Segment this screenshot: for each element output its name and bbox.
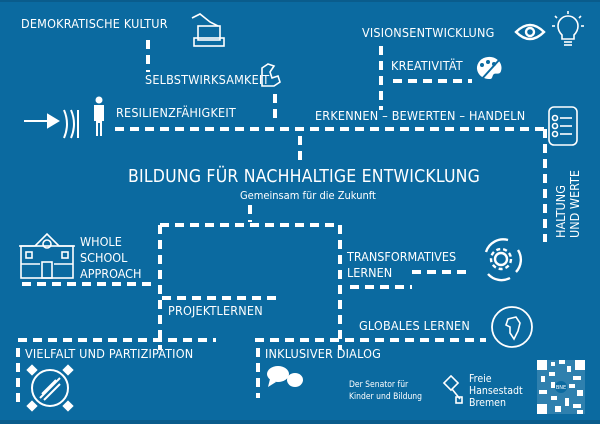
topic-selbstwirksamkeit: SELBSTWIRKSAMKEIT xyxy=(145,72,270,87)
school-line: SCHOOL xyxy=(80,250,128,265)
ballot-box-icon xyxy=(191,13,225,47)
whole-line: WHOLE xyxy=(80,234,122,249)
transformatives-line: TRANSFORMATIVES xyxy=(347,249,457,264)
werte-line: UND WERTE xyxy=(567,170,582,238)
topic-kreativitaet: KREATIVITÄT xyxy=(391,58,463,73)
senator-line1: Der Senator für xyxy=(349,380,409,390)
topic-demokratische-kultur: DEMOKRATISCHE KULTUR xyxy=(21,16,168,31)
approach-line: APPROACH xyxy=(80,266,142,281)
flexed-arm-icon xyxy=(261,63,281,87)
palette-icon xyxy=(476,56,502,82)
person-icon xyxy=(94,96,104,136)
topic-projektlernen: PROJEKTLERNEN xyxy=(168,303,263,318)
page-subtitle: Gemeinsam für die Zukunft xyxy=(240,189,376,202)
top-border xyxy=(0,0,600,2)
school-building-icon xyxy=(19,232,75,279)
lernen-line: LERNEN xyxy=(347,265,393,280)
checklist-icon xyxy=(548,106,578,146)
topic-inklusiver-dialog: INKLUSIVER DIALOG xyxy=(265,346,382,361)
bottom-border xyxy=(0,420,600,424)
bremen-key-icon xyxy=(442,375,463,404)
eye-icon xyxy=(514,23,546,41)
topic-visionsentwicklung: VISIONSENTWICKLUNG xyxy=(362,25,495,40)
topic-resilienz: RESILIENZFÄHIGKEIT xyxy=(116,105,236,120)
bremen-line2: Hansestadt xyxy=(469,385,523,397)
globe-icon xyxy=(491,306,533,348)
topic-erkennen-bewerten-handeln: ERKENNEN – BEWERTEN – HANDELN xyxy=(315,108,526,123)
senator-line2: Kinder und Bildung xyxy=(349,392,423,402)
page-title: BILDUNG FÜR NACHHALTIGE ENTWICKLUNG xyxy=(128,167,481,187)
qr-badge: BNE xyxy=(556,385,566,391)
haltung-line: HALTUNG xyxy=(553,185,568,238)
lightbulb-icon xyxy=(552,11,584,46)
bremen-line3: Bremen xyxy=(469,397,506,409)
speech-bubbles-icon xyxy=(267,366,303,387)
qr-code-icon: BNE xyxy=(537,360,585,414)
hands-together-icon xyxy=(26,364,74,412)
arrow-right-icon xyxy=(24,109,79,139)
topic-vielfalt-und-partizipation: VIELFALT UND PARTIZIPATION xyxy=(25,346,194,361)
topic-globales-lernen: GLOBALES LERNEN xyxy=(359,318,470,333)
gear-cycle-icon xyxy=(484,238,523,282)
bremen-line1: Freie xyxy=(469,373,492,385)
